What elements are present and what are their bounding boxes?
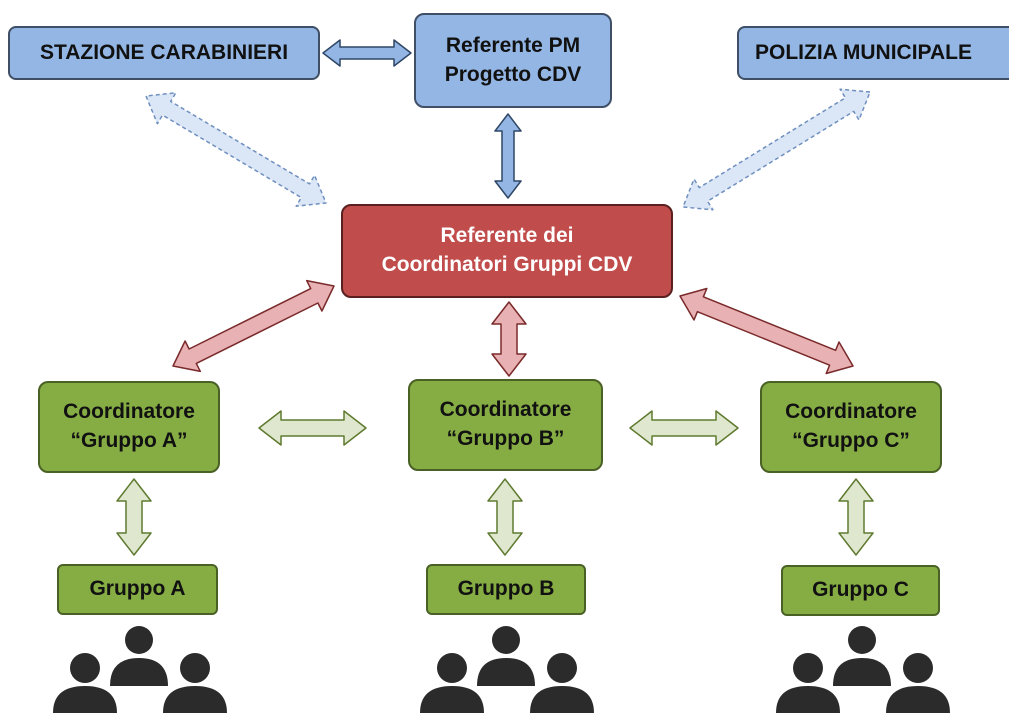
coord-b-gruppo-b-arrow — [487, 478, 523, 556]
user-group-icon — [53, 626, 227, 713]
referente-coord-a-arrow — [172, 279, 335, 373]
referente-coord-c-arrow — [679, 287, 854, 375]
referente-pm-box: Referente PM Progetto CDV — [414, 13, 612, 108]
coord-c-gruppo-c-arrow — [838, 478, 874, 556]
coordinatore-a-line1: Coordinatore — [63, 400, 195, 424]
coordinatore-c-line2: “Gruppo C” — [792, 429, 910, 452]
carabinieri-pm-arrow — [322, 39, 412, 67]
gruppo-b-box: Gruppo B — [426, 564, 586, 615]
user-group-icon — [420, 626, 594, 713]
coordinatore-c-box: Coordinatore “Gruppo C” — [760, 381, 942, 473]
referente-coordinatori-line2: Coordinatori Gruppi CDV — [381, 253, 633, 276]
gruppo-c-box: Gruppo C — [781, 565, 940, 616]
referente-coord-b-arrow — [491, 301, 527, 377]
referente-coordinatori-box: Referente dei Coordinatori Gruppi CDV — [341, 204, 673, 298]
gruppo-c-label: Gruppo C — [812, 578, 909, 602]
stazione-carabinieri-label: STAZIONE CARABINIERI — [39, 40, 289, 64]
referente-pm-line1: Referente PM — [445, 33, 581, 57]
coordinatore-b-line1: Coordinatore — [439, 398, 572, 422]
coordinatore-a-box: Coordinatore “Gruppo A” — [38, 381, 220, 473]
polizia-municipale-label: POLIZIA MUNICIPALE — [755, 40, 972, 64]
carabinieri-referente-dashed-arrow — [145, 92, 327, 207]
polizia-referente-dashed-arrow — [682, 88, 871, 211]
coordinatore-b-box: Coordinatore “Gruppo B” — [408, 379, 603, 471]
coord-a-gruppo-a-arrow — [116, 478, 152, 556]
gruppo-a-box: Gruppo A — [57, 564, 218, 615]
gruppo-a-label: Gruppo A — [89, 577, 186, 601]
user-group-icon — [776, 626, 950, 713]
referente-pm-line2: Progetto CDV — [444, 62, 582, 86]
gruppo-b-label: Gruppo B — [457, 577, 555, 601]
coordinatore-c-line1: Coordinatore — [785, 400, 917, 424]
coord-b-c-arrow — [629, 410, 739, 446]
polizia-municipale-box: POLIZIA MUNICIPALE — [737, 26, 1009, 80]
coordinatore-a-line2: “Gruppo A” — [70, 429, 188, 452]
stazione-carabinieri-box: STAZIONE CARABINIERI — [8, 26, 320, 80]
referente-coordinatori-line1: Referente dei — [440, 224, 574, 248]
pm-referente-arrow — [494, 113, 522, 199]
coordinatore-b-line2: “Gruppo B” — [446, 427, 565, 450]
coord-a-b-arrow — [258, 410, 367, 446]
